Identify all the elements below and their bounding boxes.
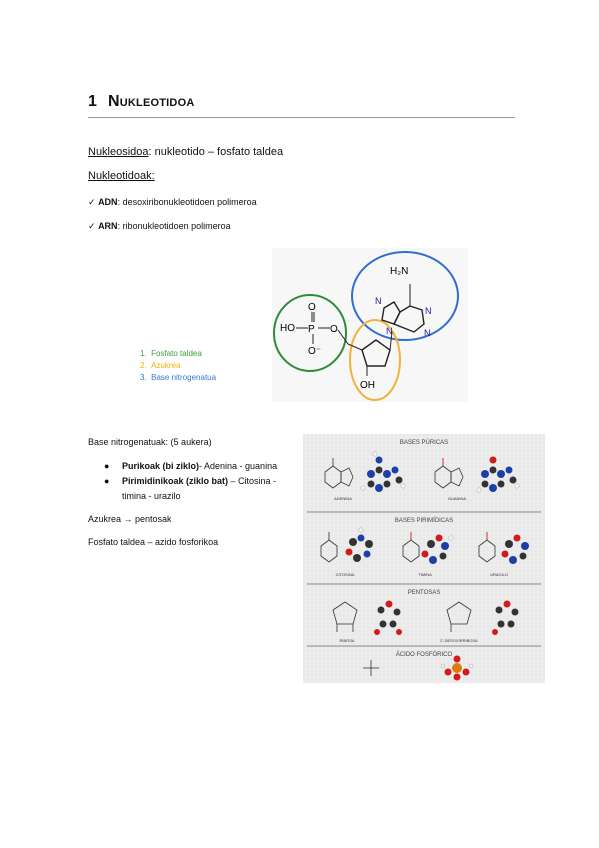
pirimidinikoak-continuation: timina - urazilo [122,491,181,501]
legend-item-2: 2. Azukrea [140,361,180,370]
o-top-label: O [308,302,316,313]
molecule-label-uracilo: URACILO [490,572,508,577]
o-bottom-label: O⁻ [308,346,321,357]
sugar-circle [349,319,401,401]
molecules-figure: BASES PÚRICAS BASES PIRIMÍDICAS PENTOSAS… [303,434,545,683]
legend-text: Fosfato taldea [151,349,202,358]
molecule-label-citosina: CITOSINA [336,572,355,577]
imidazole-ring [381,301,401,325]
legend-number: 1. [140,349,147,358]
nukleosidoa-definition: : nukleotido – fosfato taldea [148,146,284,158]
oh-label: OH [360,380,375,391]
adn-line: ✓ ADN: desoxiribonukleotidoen polimeroa [88,197,257,208]
purikoak-term: Purikoak (bi ziklo) [122,461,200,471]
timina-structure [402,532,420,563]
azukrea-line: Azukrea → pentosak [88,514,172,524]
legend-number: 2. [140,361,147,370]
arn-line: ✓ ARN: ribonukleotidoen polimeroa [88,221,231,232]
fosfato-line: Fosfato taldea – azido fosforikoa [88,537,219,547]
h2n-label: H₂N [390,266,408,277]
adenine-ball-model [360,451,406,492]
citosina-ball-model [345,527,373,562]
molecules-figure-svg: BASES PÚRICAS BASES PIRIMÍDICAS PENTOSAS… [303,434,545,683]
adenine-structure [324,458,354,489]
o-link-label: O [330,324,338,335]
ribosa-ball-model [374,600,402,635]
adn-definition: : desoxiribonukleotidoen polimeroa [117,197,257,207]
pirimidinikoak-term: Pirimidinikoak (ziklo bat) [122,476,229,486]
molecule-label-guanina: GUANINA [448,496,467,501]
phosphate-circle [273,294,347,372]
n-label: N [425,306,432,316]
bullet-icon: ● [104,476,110,486]
arn-term: ARN [98,221,118,231]
molecule-label-desoxirribosa: 2'-DESOXIRRIBOSA [440,638,478,643]
adn-term: ADN [98,197,118,207]
legend-item-1: 1. Fosfato taldea [140,349,202,358]
legend-item-3: 3. Base nitrogenatua [140,373,216,382]
bullet-purikoak: Purikoak (bi ziklo)- Adenina - guanina [122,461,277,471]
nucleotide-structure-figure: HO P O O⁻ O OH H₂N N N N N [272,248,468,402]
bond [347,343,363,351]
molecule-label-ribosa: RIBOSA [339,638,354,643]
citosina-structure [320,532,338,563]
nucleotide-structure-svg: HO P O O⁻ O OH H₂N N N N N [273,251,459,401]
n-label: N [375,296,382,306]
n-label: N [386,326,393,336]
base-circle [351,251,459,341]
timina-ball-model [421,534,454,564]
ribosa-structure [332,601,358,632]
bullet-pirimidinikoak: Pirimidinikoak (ziklo bat) – Citosina - [122,476,276,486]
pirimidinikoak-text: – Citosina - [228,476,277,486]
ho-label: HO [280,323,295,334]
section-title-puricas: BASES PÚRICAS [400,439,448,446]
section-title-pentosas: PENTOSAS [408,590,441,596]
section-title-fosforico: ÁCIDO FOSFÓRICO [396,651,453,658]
legend-text: Base nitrogenatua [151,373,217,382]
purikoak-text: - Adenina - guanina [199,461,278,471]
check-icon: ✓ [88,197,96,207]
desoxirribosa-structure [446,601,472,632]
legend-text: Azukrea [151,361,181,370]
section-title-pirimidicas: BASES PIRIMÍDICAS [395,517,453,524]
bases-intro: Base nitrogenatuak: (5 aukera) [88,437,212,447]
check-icon: ✓ [88,221,96,231]
p-label: P [308,324,315,335]
legend-number: 3. [140,373,147,382]
arn-definition: : ribonukleotidoen polimeroa [117,221,231,231]
phosphoric-acid-ball-model [440,655,474,681]
bond [389,331,393,351]
guanine-ball-model [476,456,520,493]
bullet-icon: ● [104,461,110,471]
nukleosidoa-line: Nukleosidoa: nukleotido – fosfato taldea [88,146,283,158]
bond [337,329,349,345]
desoxirribosa-ball-model [492,600,519,635]
heading-number: 1 [88,93,97,110]
heading-title: Nukleotidoa [108,93,195,110]
uracilo-structure [478,532,496,563]
phosphoric-acid-structure [363,660,379,676]
molecule-label-timina: TIMINA [418,572,432,577]
section-heading: 1 Nukleotidoa [88,93,515,118]
guanine-structure [434,458,464,489]
nukleotidoak-term: Nukleotidoak: [88,170,155,182]
nukleosidoa-term: Nukleosidoa [88,146,149,158]
molecule-label-adenina: ADENINA [334,496,352,501]
sugar-ring [361,339,391,367]
nukleotidoak-line: Nukleotidoak: [88,170,155,182]
n-label: N [424,328,431,338]
uracilo-ball-model [501,534,529,564]
